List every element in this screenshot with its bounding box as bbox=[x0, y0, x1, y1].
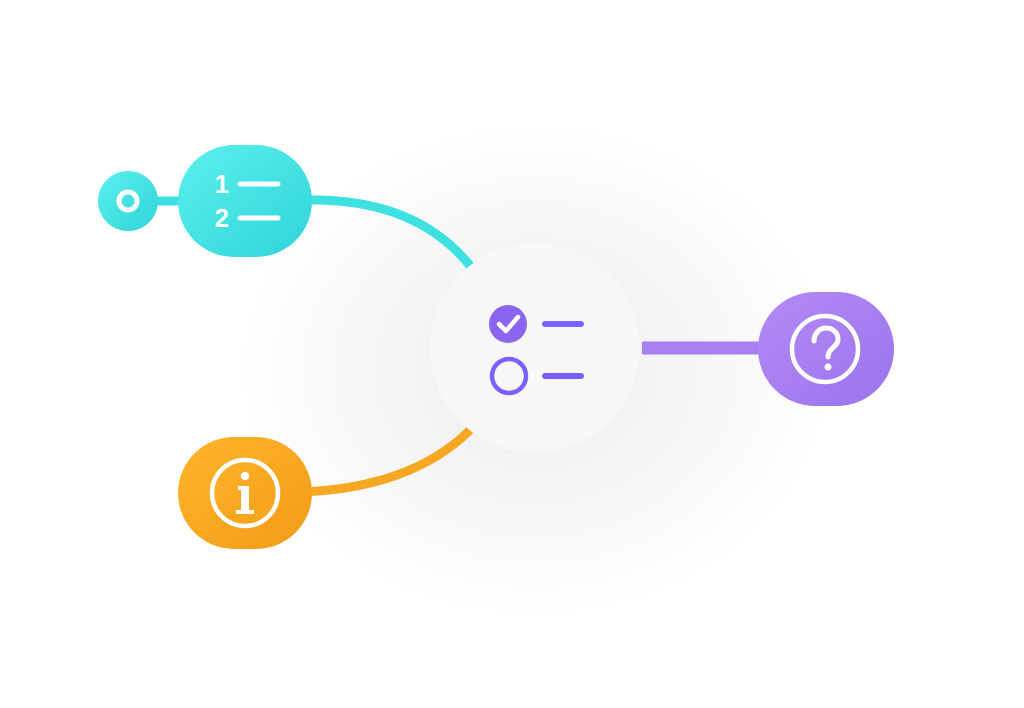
info-node[interactable] bbox=[178, 437, 312, 549]
start-marker[interactable] bbox=[98, 171, 158, 231]
help-node[interactable] bbox=[758, 292, 894, 406]
numbered-list-icon: 1 2 bbox=[215, 169, 281, 233]
question-mark-icon bbox=[789, 313, 861, 385]
list-number-2: 2 bbox=[215, 203, 229, 233]
list-number-1: 1 bbox=[215, 169, 229, 199]
orange-connector bbox=[299, 426, 474, 497]
start-dot-icon bbox=[116, 189, 140, 213]
teal-connector bbox=[299, 195, 476, 271]
numbered-list-node[interactable]: 1 2 bbox=[178, 145, 312, 257]
info-icon bbox=[209, 457, 281, 529]
center-node[interactable] bbox=[430, 243, 640, 453]
checklist-icon bbox=[489, 305, 584, 396]
